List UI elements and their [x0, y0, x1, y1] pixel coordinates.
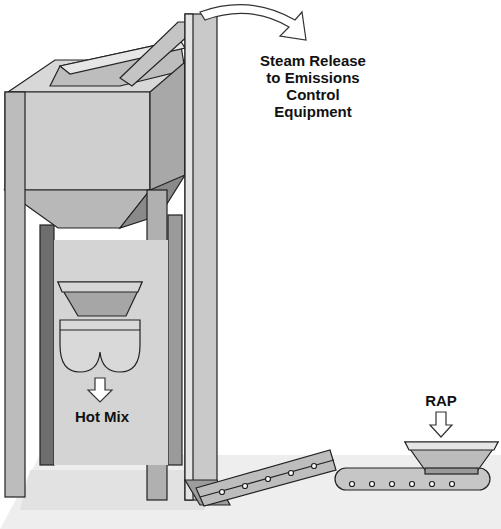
bucket-elevator-part	[185, 14, 193, 500]
null-part	[350, 482, 355, 487]
null-part	[289, 471, 294, 476]
null-part	[370, 482, 375, 487]
bucket-elevator-part	[185, 14, 217, 500]
rap-hopper-part	[405, 442, 498, 450]
bucket-elevator-part	[120, 22, 190, 86]
silo-frame-part	[58, 282, 142, 316]
bucket-elevator	[120, 14, 230, 505]
conveyor-part	[196, 450, 336, 506]
silo-frame-part	[54, 240, 168, 465]
steam-arrow-part	[200, 5, 306, 40]
flow-arrow	[88, 378, 452, 437]
null-part	[220, 490, 225, 495]
null-part	[266, 477, 271, 482]
rap-hopper-part	[405, 442, 498, 470]
flow-arrow-part	[88, 378, 112, 402]
null-part	[243, 484, 248, 489]
silo-frame	[5, 40, 190, 500]
silo-frame-part	[58, 282, 142, 292]
steam-arrow	[200, 5, 306, 40]
null-part	[390, 482, 395, 487]
silo-frame-part	[5, 92, 150, 190]
silo-frame-part	[60, 329, 140, 330]
silo-frame-part	[168, 215, 182, 465]
null-part	[430, 482, 435, 487]
rap-hopper-part	[425, 468, 478, 474]
rap-hopper	[405, 442, 498, 474]
conveyor-part	[335, 468, 490, 490]
hot-mix-label: Hot Mix	[62, 408, 142, 425]
steam-label: Steam Release to Emissions Control Equip…	[252, 52, 374, 120]
silo-frame-part	[40, 225, 54, 465]
null-part	[312, 464, 317, 469]
flow-arrow-part	[430, 412, 452, 437]
null-part	[410, 482, 415, 487]
ground-part	[20, 470, 205, 510]
rap-label: RAP	[420, 392, 462, 409]
null-part	[450, 482, 455, 487]
conveyor-part	[200, 460, 334, 497]
silo-frame-part	[5, 92, 25, 497]
silo-frame-part	[60, 320, 140, 372]
